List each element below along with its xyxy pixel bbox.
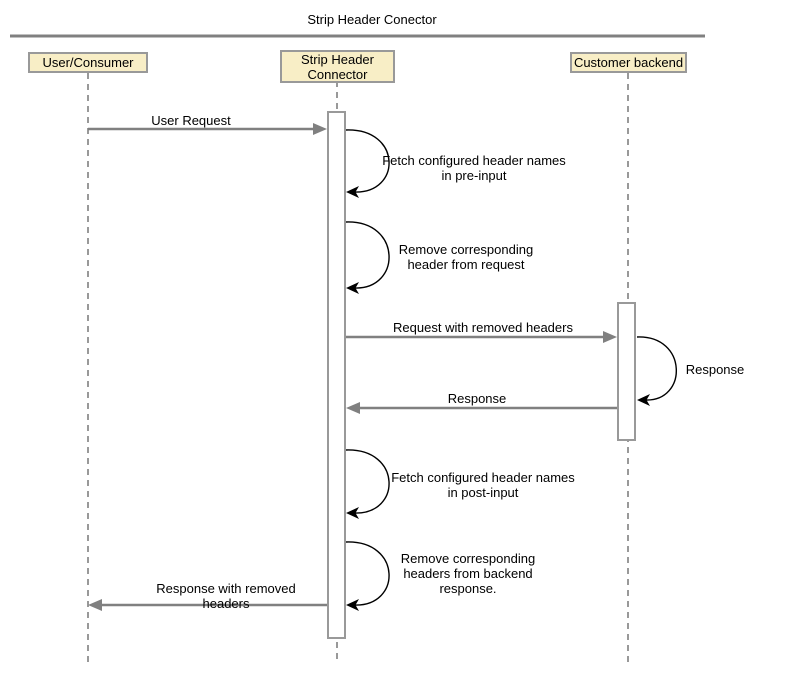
message-label-remove-header-request: Remove corresponding header from request	[398, 242, 534, 272]
self-loop-backend-response	[636, 336, 677, 406]
message-label-response-removed-headers: Response with removed headers	[156, 581, 296, 611]
message-label-backend-response: Response	[685, 362, 745, 377]
message-arrow-request-removed-headers	[346, 331, 617, 343]
message-arrow-user-request	[88, 123, 327, 135]
self-loop-remove-header-request	[345, 221, 390, 294]
activation-bar-backend	[617, 302, 636, 441]
message-label-fetch-post-input: Fetch configured header names in post-in…	[391, 470, 575, 500]
self-loop-fetch-post-input	[345, 449, 390, 519]
participant-customer-backend-label: Customer backend	[573, 55, 684, 70]
message-label-request-removed-headers: Request with removed headers	[393, 320, 573, 335]
participant-customer-backend: Customer backend	[570, 52, 687, 73]
diagram-title: Strip Header Conector	[307, 12, 437, 27]
participant-user-consumer-label: User/Consumer	[42, 55, 134, 70]
message-label-user-request: User Request	[151, 113, 231, 128]
message-arrow-response-removed-headers	[88, 599, 327, 611]
participant-strip-header-connector-label: Strip Header Connector	[301, 51, 374, 82]
self-loop-fetch-pre-input	[345, 129, 390, 198]
self-loop-remove-headers-response	[345, 541, 390, 611]
message-label-fetch-pre-input: Fetch configured header names in pre-inp…	[382, 153, 566, 183]
activation-bar-connector	[327, 111, 346, 639]
message-label-remove-headers-response: Remove corresponding headers from backen…	[400, 551, 536, 596]
participant-strip-header-connector: Strip Header Connector	[280, 50, 395, 83]
participant-user-consumer: User/Consumer	[28, 52, 148, 73]
message-label-response: Response	[447, 391, 507, 406]
message-arrow-response	[346, 402, 617, 414]
